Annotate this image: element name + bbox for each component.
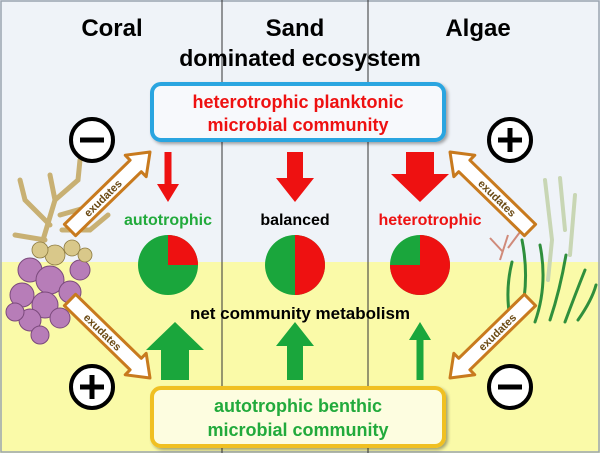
metabolism-pie-coral <box>138 235 198 295</box>
column-header-sand: Sand <box>266 15 325 42</box>
planktonic-community-box <box>150 82 446 142</box>
column-header-coral: Coral <box>81 15 142 42</box>
metabolism-pie-sand <box>265 235 325 295</box>
trophic-label-coral: autotrophic <box>124 212 212 229</box>
coral-illustration <box>5 157 111 345</box>
pie-heterotrophic-slice <box>390 235 450 295</box>
sign-bottom-right <box>487 364 533 410</box>
up-arrow-coral <box>146 322 204 380</box>
column-header-algae: Algae <box>445 15 510 42</box>
up-arrow-algae <box>409 322 431 380</box>
algae-illustration <box>489 176 598 324</box>
up-arrow-sand <box>276 322 314 380</box>
planktonic-community-line2: microbial community <box>207 115 388 135</box>
sign-top-left <box>69 117 115 163</box>
sign-bottom-left <box>69 364 115 410</box>
down-arrow-algae <box>391 152 449 202</box>
trophic-label-sand: balanced <box>260 212 329 229</box>
down-arrow-coral <box>157 152 179 202</box>
metabolism-pie-algae <box>390 235 450 295</box>
flux-arrows <box>146 152 449 380</box>
pie-heterotrophic-slice <box>168 235 198 265</box>
subtitle: dominated ecosystem <box>179 45 421 71</box>
trophic-label-algae: heterotrophic <box>378 212 481 229</box>
net-community-metabolism-label: net community metabolism <box>190 304 410 323</box>
benthic-community-box <box>150 386 446 448</box>
pie-heterotrophic-slice <box>295 235 325 295</box>
benthic-community-line2: microbial community <box>207 420 388 440</box>
sign-top-right <box>487 117 533 163</box>
down-arrow-sand <box>276 152 314 202</box>
benthic-community-line1: autotrophic benthic <box>214 396 382 416</box>
planktonic-community-line1: heterotrophic planktonic <box>192 92 403 112</box>
